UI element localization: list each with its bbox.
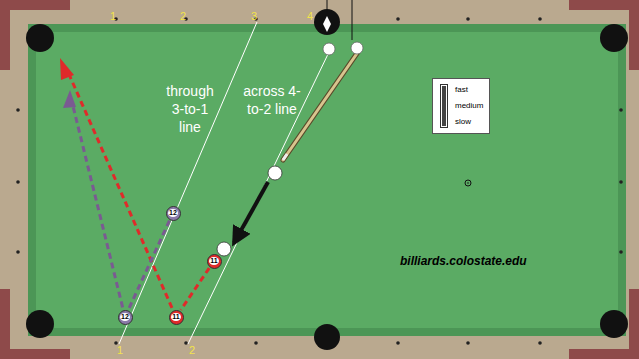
watermark: billiards.colostate.edu [400,254,527,268]
foot-spot [467,182,469,184]
rail-diamonds [16,17,623,345]
speed-label: slow [455,114,483,130]
pocket-pointer [352,0,353,40]
pocket-pointer [327,0,328,14]
rail-number: 4 [307,10,313,22]
ghost-cue-ball [217,242,231,256]
cloth [36,32,618,328]
pocket [26,310,54,338]
numbered-ball: 11 [207,254,222,269]
speed-label: fast [455,82,483,98]
ball-path [72,102,125,317]
rail-number: 2 [180,10,186,22]
speed-scale-box: fastmediumslow [432,78,490,134]
ball-path [181,268,209,310]
rail-number: 3 [251,10,257,22]
ball-path [129,221,170,310]
cushion [28,24,626,336]
pocket-target [323,16,331,32]
pocket [314,324,340,350]
aim-line [119,22,257,344]
pocket [26,24,54,52]
rail-number: 1 [110,10,116,22]
arrowhead [60,58,74,80]
ball-number: 11 [171,313,180,321]
line-note: through 3-to-1 line [160,82,220,136]
rail-number: 1 [117,344,123,356]
ball-path [68,72,176,317]
rail-number: 2 [189,344,195,356]
cue-tip [283,154,287,160]
speed-slider [440,84,448,128]
numbered-ball: 12 [118,310,133,325]
ball-number: 11 [209,257,218,265]
ball-number: 12 [168,209,178,217]
pocket [600,310,628,338]
cue-ball-path [234,182,268,243]
speed-label: medium [455,98,483,114]
speed-slider-fill [442,86,446,126]
numbered-ball: 11 [169,310,184,325]
ghost-ball [351,42,363,54]
arrowhead [63,90,76,108]
foot-spot [465,180,471,186]
cue-ball [268,166,282,180]
ghost-ball [323,43,335,55]
numbered-ball: 12 [166,206,181,221]
pocket [600,24,628,52]
line-note: across 4-to-2 line [242,82,302,118]
ball-number: 12 [120,313,130,321]
